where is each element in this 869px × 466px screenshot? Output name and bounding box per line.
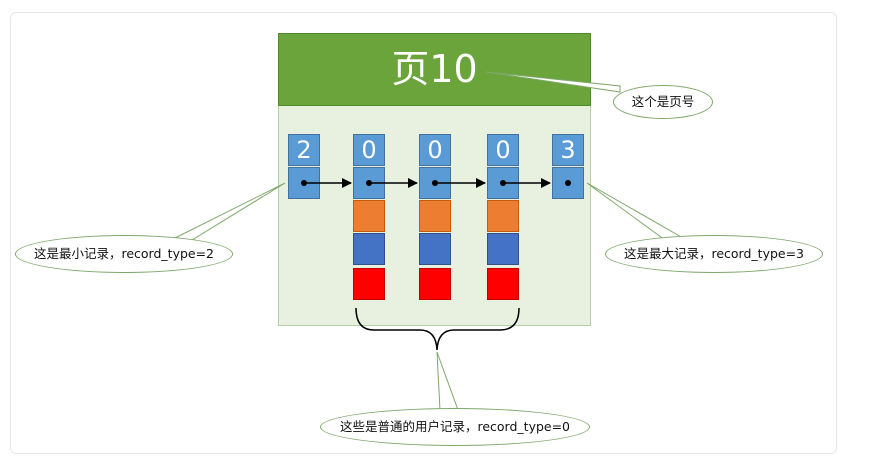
pointer-dot [565, 180, 571, 186]
page-title: 页10 [391, 47, 478, 91]
max-record-type-cell: 3 [552, 134, 584, 166]
page-number-callout: 这个是页号 [613, 85, 713, 119]
user-records-brace [355, 307, 520, 351]
page-header: 页10 [278, 33, 591, 106]
max-record-callout: 这是最大记录，record_type=3 [605, 235, 823, 273]
user-record-2-type-cell: 0 [419, 134, 451, 166]
user-record-3-field-red [487, 268, 519, 300]
user-record-1-field-blue [353, 233, 385, 265]
user-record-3-type-cell: 0 [487, 134, 519, 166]
max-record-pointer-cell [552, 167, 584, 199]
user-record-2-field-red [419, 268, 451, 300]
user-record-1-field-red [353, 268, 385, 300]
user-record-1-type-cell: 0 [353, 134, 385, 166]
user-record-2-field-orange [419, 200, 451, 232]
user-records-callout: 这些是普通的用户记录，record_type=0 [320, 408, 590, 446]
max-record-callout-tail [586, 182, 685, 241]
page-number-callout-tail [485, 71, 621, 93]
min-record-type-cell: 2 [288, 134, 320, 166]
user-records-callout-tail [436, 351, 459, 411]
user-record-2-field-blue [419, 233, 451, 265]
user-record-1-field-orange [353, 200, 385, 232]
user-record-3-field-orange [487, 200, 519, 232]
min-record-callout-tail [173, 182, 286, 241]
user-record-3-field-blue [487, 233, 519, 265]
min-record-callout: 这是最小记录，record_type=2 [15, 235, 233, 273]
